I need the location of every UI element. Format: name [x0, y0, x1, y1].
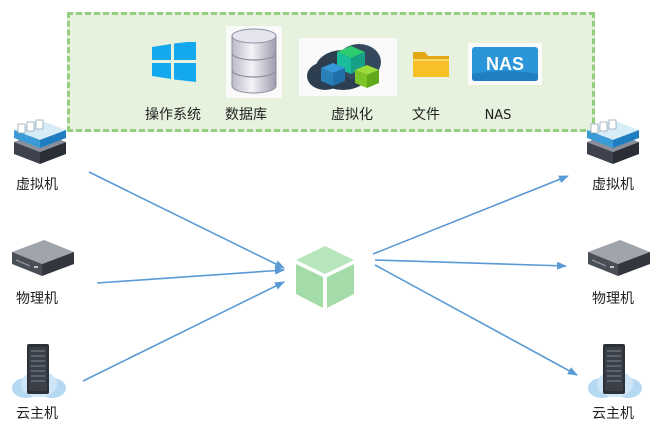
target-vm-label: 虚拟机 — [592, 177, 634, 193]
nas-icon: NAS — [468, 43, 542, 85]
server-box-icon — [586, 238, 652, 278]
server-box-icon — [10, 238, 76, 278]
target-physical-label: 物理机 — [592, 291, 634, 307]
file-label: 文件 — [412, 107, 440, 123]
os-label: 操作系统 — [145, 107, 201, 123]
target-cloud-label: 云主机 — [592, 406, 634, 422]
arrow-cloud-to-hub — [82, 281, 285, 382]
db-label: 数据库 — [225, 107, 267, 123]
cloud-server-icon — [584, 340, 646, 402]
virtual-machine-stack-icon — [583, 116, 643, 166]
nas-badge-text: NAS — [486, 54, 524, 74]
virtualization-cube-icon — [299, 38, 397, 96]
windows-icon — [152, 42, 196, 82]
nas-label: NAS — [484, 108, 512, 123]
database-icon — [226, 26, 282, 98]
virtual-machine-stack-icon — [10, 116, 70, 166]
arrow-hub-to-cloud — [374, 264, 578, 376]
green-cube-icon — [292, 242, 358, 312]
folder-icon — [412, 48, 450, 78]
arrow-hub-to-vm — [372, 175, 569, 255]
cloud-server-icon — [8, 340, 70, 402]
arrow-vm-to-hub — [88, 171, 285, 269]
arrow-physical-to-hub — [96, 266, 285, 284]
source-physical-label: 物理机 — [16, 291, 58, 307]
virt-label: 虚拟化 — [331, 107, 373, 123]
source-cloud-label: 云主机 — [16, 406, 58, 422]
source-vm-label: 虚拟机 — [16, 177, 58, 193]
arrow-hub-to-physical — [374, 259, 567, 270]
